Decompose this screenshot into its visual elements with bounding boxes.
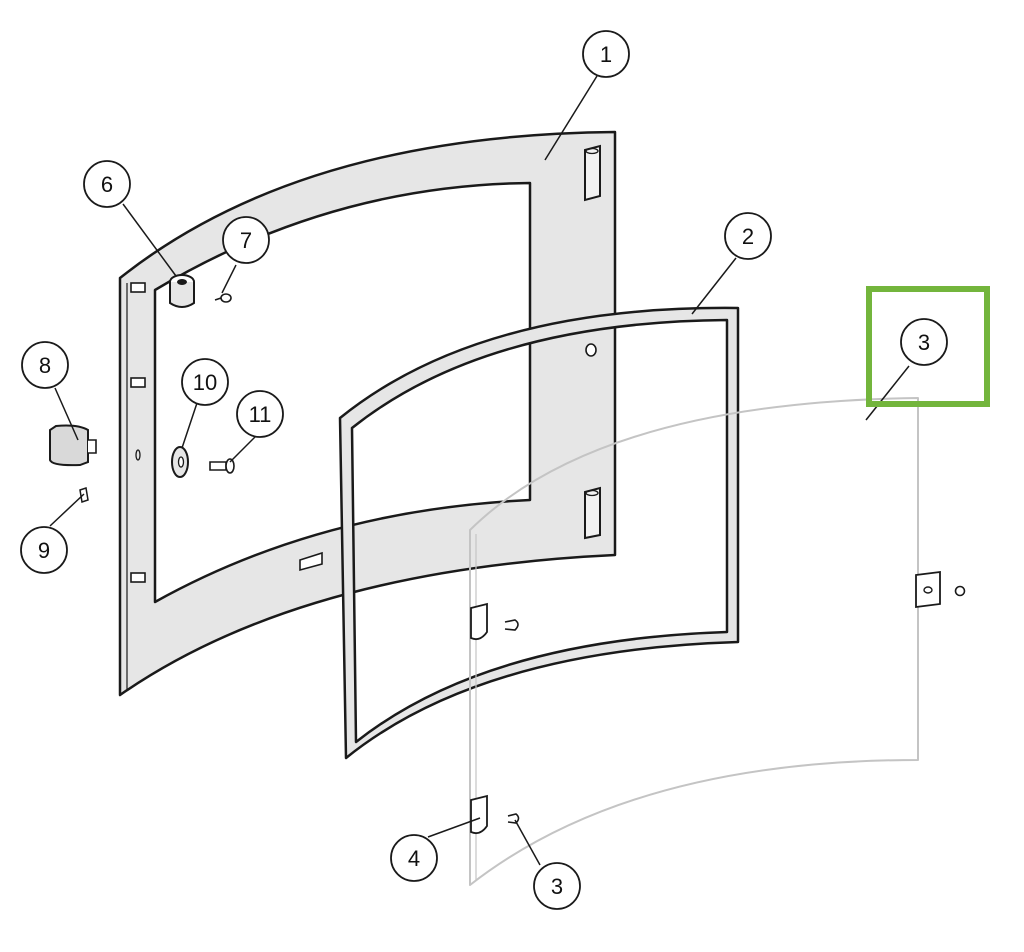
- callout-10: 10: [181, 358, 229, 406]
- leader-lines: [49, 75, 910, 866]
- part-6-bushing: [169, 274, 195, 308]
- callout-label: 11: [249, 402, 272, 427]
- callout-7: 7: [222, 216, 270, 264]
- part-10-washer: [171, 446, 189, 478]
- callout-label: 8: [39, 353, 51, 378]
- callout-3: 3: [533, 862, 581, 910]
- callout-11: 11: [236, 390, 284, 438]
- callout-3-highlighted: 3: [900, 318, 948, 366]
- callout-label: 2: [742, 224, 754, 249]
- part-7-screw: [214, 293, 232, 303]
- frame-bottom-bracket: [584, 486, 601, 540]
- callout-label: 1: [600, 42, 612, 67]
- callout-label: 9: [38, 538, 50, 563]
- callout-4: 4: [390, 834, 438, 882]
- callout-6: 6: [83, 160, 131, 208]
- part-4-hinge-brackets: [470, 602, 520, 835]
- callout-label: 4: [408, 846, 420, 871]
- part-11-screw: [209, 458, 235, 474]
- callout-label: 3: [551, 874, 563, 899]
- gasket-outline: [338, 306, 740, 760]
- callout-8: 8: [21, 341, 69, 389]
- part-8-knob: [49, 424, 97, 467]
- frame-top-bracket: [584, 144, 601, 202]
- part-1-door-frame: [118, 130, 617, 697]
- callout-label: 3: [918, 330, 930, 355]
- callout-2: 2: [724, 212, 772, 260]
- highlight-box: [866, 286, 990, 407]
- callout-1: 1: [582, 30, 630, 78]
- callout-label: 10: [193, 370, 217, 395]
- callout-label: 6: [101, 172, 113, 197]
- door-frame-outline: [118, 130, 617, 697]
- callout-9: 9: [20, 526, 68, 574]
- part-2-gasket: [338, 306, 740, 760]
- callout-label: 7: [240, 228, 252, 253]
